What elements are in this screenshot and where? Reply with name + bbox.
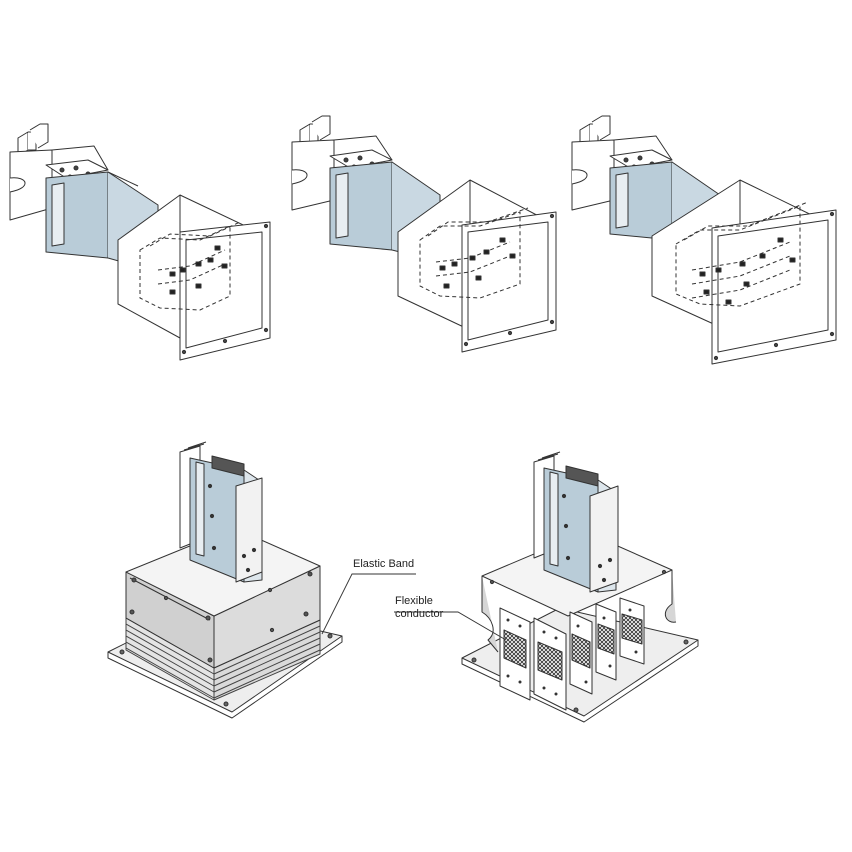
elastic-band-unit: [107, 441, 343, 719]
busway-connection-2: [291, 115, 557, 353]
elastic-band-leader: [321, 573, 416, 635]
flexible-conductor-unit: [461, 451, 699, 723]
elastic-band-label: Elastic Band: [353, 558, 415, 570]
flexible-conductor-label-line1: Flexible: [395, 595, 433, 607]
busway-connection-3: [571, 115, 837, 365]
flexible-conductor-leader: [394, 611, 507, 641]
busway-connection-1: [9, 123, 271, 361]
flexible-conductor-label-line2: conductor: [395, 608, 444, 620]
